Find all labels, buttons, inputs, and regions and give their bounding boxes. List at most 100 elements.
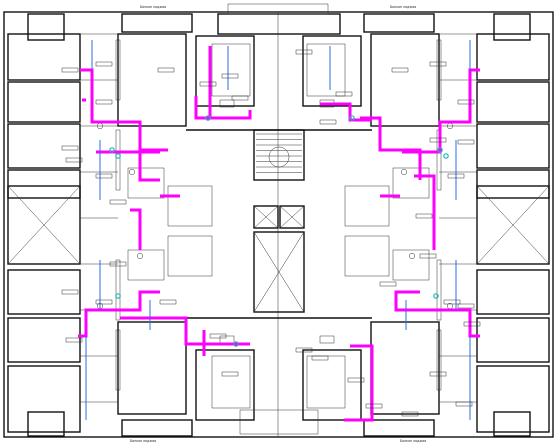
inner-room-9 <box>306 43 346 97</box>
room-right-1 <box>476 81 550 123</box>
pipe-tag-22 <box>379 281 397 287</box>
pipe-tag-39 <box>455 401 473 407</box>
room-right-10 <box>302 35 362 107</box>
inner-room-5 <box>127 249 165 281</box>
column-3 <box>115 329 121 391</box>
toilet-icon <box>136 252 144 260</box>
bathtub-icon <box>219 99 235 108</box>
pipe-tag-38 <box>401 411 419 417</box>
pipe-tag-19 <box>447 173 465 179</box>
elevator-icon <box>279 205 305 229</box>
room-right-4 <box>476 185 550 265</box>
room-right-11 <box>302 349 362 421</box>
central-core <box>227 3 329 435</box>
lobby-cross-b <box>253 231 305 313</box>
pipe-tag-30 <box>109 261 127 267</box>
pipe-routes <box>78 40 480 422</box>
main-pipe-9 <box>394 290 480 338</box>
main-pipe-1 <box>138 150 160 182</box>
pipe-tag-20 <box>415 213 433 219</box>
room-left-1 <box>7 81 81 123</box>
room-left-11 <box>195 349 255 421</box>
pipe-tag-0 <box>61 67 79 73</box>
walls <box>3 11 554 438</box>
room-left-4 <box>7 185 81 265</box>
inner-room-6 <box>392 167 430 199</box>
pipe-tag-25 <box>463 321 481 327</box>
label-top-left: Балкон лоджия <box>140 5 166 9</box>
inner-room-11 <box>306 355 346 409</box>
stair-icon <box>253 129 305 181</box>
main-pipe-13 <box>344 344 374 422</box>
pipe-tag-11 <box>295 49 313 55</box>
balcony-ne <box>493 13 531 41</box>
pipe-tag-1 <box>95 61 113 67</box>
toilet-icon <box>128 168 136 176</box>
label-bottom-left: Балкон лоджия <box>130 439 156 443</box>
elevator-cross <box>279 205 305 229</box>
void-cross-b-0 <box>7 185 81 265</box>
room-right-3 <box>476 169 550 199</box>
main-pipe-3 <box>194 96 252 120</box>
pipe-tag-26 <box>429 371 447 377</box>
pipe-tag-7 <box>157 67 175 73</box>
pipe-tag-28 <box>95 299 113 305</box>
balcony-sw <box>27 411 65 437</box>
pipe-fitting-3 <box>443 153 449 159</box>
stair-well <box>268 146 290 168</box>
main-pipe-5 <box>320 102 372 122</box>
inner-room-10 <box>211 355 251 409</box>
core-lobby <box>253 231 305 313</box>
room-left-9 <box>117 321 187 415</box>
room-right-2 <box>476 123 550 169</box>
balcony-nw <box>27 13 65 41</box>
label-top-right: Балкон лоджия <box>390 5 416 9</box>
room-right-0 <box>476 33 550 81</box>
pipe-tag-21 <box>419 253 437 259</box>
elevator-cross <box>253 205 279 229</box>
inner-room-4 <box>127 167 165 199</box>
pipe-tag-8 <box>199 81 217 87</box>
pipe-tag-10 <box>231 95 249 101</box>
pipe-fitting-8 <box>205 115 211 121</box>
pipe-tag-33 <box>221 371 239 377</box>
label-bottom-right: Балкон лоджия <box>400 439 426 443</box>
pipe-tag-14 <box>391 67 409 73</box>
room-right-5 <box>476 269 550 315</box>
main-pipe-11 <box>120 316 250 346</box>
outer-wall <box>3 11 554 438</box>
pipe-tag-6 <box>109 199 127 205</box>
inner-room-8 <box>211 43 251 97</box>
pipe-fitting-2 <box>437 147 443 153</box>
column-0 <box>115 39 121 101</box>
pipe-tag-35 <box>311 355 329 361</box>
balcony-top-center <box>217 13 341 35</box>
column-6 <box>436 259 442 321</box>
inner-room-7 <box>392 249 430 281</box>
room-left-6 <box>7 317 81 363</box>
room-left-5 <box>7 269 81 315</box>
main-pipe-14 <box>130 208 142 250</box>
pipe-tag-36 <box>347 377 365 383</box>
room-left-3 <box>7 169 81 199</box>
room-left-10 <box>195 35 255 107</box>
pipe-tag-4 <box>65 157 83 163</box>
room-right-8 <box>370 33 440 127</box>
sanitary-fixtures <box>96 99 454 344</box>
room-left-2 <box>7 123 81 169</box>
pipe-tag-23 <box>443 299 461 305</box>
pipe-tag-3 <box>61 145 79 151</box>
pipe-fitting-1 <box>115 153 121 159</box>
pipe-tag-5 <box>95 173 113 179</box>
elevator-icon <box>253 205 279 229</box>
pipe-tag-34 <box>295 347 313 353</box>
balcony-top-left <box>121 13 193 33</box>
room-right-9 <box>370 321 440 415</box>
pipe-tag-18 <box>457 139 475 145</box>
room-left-7 <box>7 365 81 433</box>
pipe-tag-37 <box>365 403 383 409</box>
pipe-tag-29 <box>65 337 83 343</box>
bathtub-icon <box>219 335 235 344</box>
room-left-8 <box>117 33 187 127</box>
main-pipe-7 <box>402 68 480 154</box>
